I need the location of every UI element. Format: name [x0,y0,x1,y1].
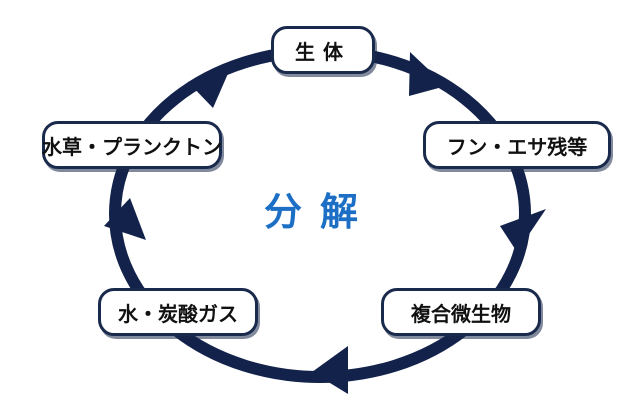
node-waterweed-plankton: 水草・プランクトン [42,121,222,169]
node-feces-leftover-feed: フン・エサ残等 [423,121,611,169]
arrow-top-left [188,62,233,108]
node-complex-microbes: 複合微生物 [381,288,541,336]
arrow-right [500,209,546,252]
node-organism: 生体 [271,26,375,74]
arrow-top-right [409,52,446,96]
node-water-carbon-dioxide: 水・炭酸ガス [98,288,258,336]
arrow-bottom [312,346,348,394]
center-title: 分解 [263,189,376,234]
arrow-left [104,198,146,240]
